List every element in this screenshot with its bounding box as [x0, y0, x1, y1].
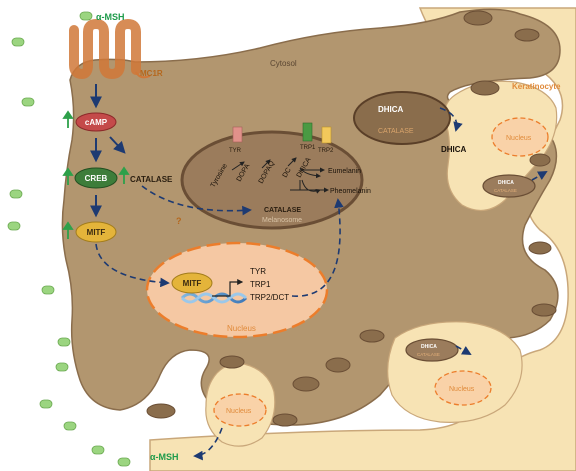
msh-molecule — [91, 445, 105, 455]
pheomelanin-label: Pheomelanin — [330, 188, 371, 195]
granule — [292, 376, 320, 392]
arrow-camp-to-catalase — [109, 136, 126, 154]
granule — [219, 355, 245, 369]
nucleus-k2-label: Nucleus — [449, 386, 475, 393]
tyr-enzyme-marker — [232, 126, 243, 143]
trp1-enzyme-label: TRP1 — [300, 145, 316, 151]
granule — [529, 153, 551, 167]
granule — [463, 10, 493, 26]
msh-molecule — [21, 97, 35, 107]
creb-label: CREB — [85, 174, 108, 183]
mitf-nucleus-label: MITF — [183, 279, 202, 288]
melanosome — [180, 130, 364, 230]
camp-pill — [75, 112, 117, 132]
gene-tyr-label: TYR — [250, 267, 266, 276]
dhica-organelle-label: DHICA — [378, 105, 404, 114]
granule — [531, 303, 557, 317]
cytosol-label: Cytosol — [270, 59, 297, 68]
nucleus-k1-label: Nucleus — [506, 135, 532, 142]
keratinocyte-nucleus-3 — [213, 393, 267, 427]
granule — [514, 28, 540, 42]
arrow-genes-to-melanosome — [291, 198, 344, 297]
tyr-enzyme-label: TYR — [229, 148, 242, 154]
small-dhica-2-label: DHICA — [421, 344, 437, 350]
mitf-cytosol-label: MITF — [87, 228, 106, 237]
gene-trp1-label: TRP1 — [250, 280, 271, 289]
trp2-enzyme-marker — [321, 126, 332, 144]
gene-promoter-arrow — [212, 279, 244, 297]
keratinocyte-label: Keratinocyte — [512, 82, 561, 91]
catalase-melanosome-label: CATALASE — [264, 207, 301, 214]
nucleus-k3-label: Nucleus — [226, 408, 252, 415]
arrow-mitf-to-nucleus — [95, 243, 170, 288]
melanocyte-nucleus — [145, 241, 329, 339]
alpha-msh-bottom-label: α-MSH — [150, 452, 179, 462]
question-mark: ? — [176, 216, 182, 226]
cytosol-granules — [146, 10, 557, 427]
mitf-pill-cytosol — [75, 221, 117, 243]
small-organelle-2 — [405, 338, 459, 362]
small-dhica-1-label: DHICA — [498, 180, 514, 186]
small-catalase-1-label: CATALASE — [494, 188, 517, 193]
keratinocyte-nucleus-1 — [491, 117, 549, 157]
melanosome-label: Melanosome — [262, 217, 302, 224]
camp-label: cAMP — [85, 118, 108, 127]
trp1-enzyme-marker — [302, 122, 313, 142]
msh-molecule — [55, 362, 69, 372]
granule — [359, 329, 385, 343]
msh-molecule — [63, 421, 77, 431]
alpha-msh-molecules — [7, 11, 131, 467]
arrow-catalase-to-melanosome — [141, 185, 252, 216]
creb-pill — [74, 167, 118, 189]
dc-label: DC — [282, 167, 293, 179]
dna-helix — [180, 292, 248, 304]
catalase-dhica-organelle-label: CATALASE — [378, 128, 414, 135]
granule — [325, 357, 351, 373]
alpha-msh-top-label: α-MSH — [96, 12, 125, 22]
dashed-arrows — [95, 107, 548, 461]
nucleus-melanocyte-label: Nucleus — [227, 324, 256, 333]
catalase-cytosol-label: CATALASE — [130, 175, 173, 184]
msh-molecule — [117, 457, 131, 467]
msh-molecule — [9, 189, 23, 199]
arrow-small-organelle-2 — [455, 345, 472, 355]
eumelanin-label: Eumelanin — [328, 168, 361, 175]
gene-trp2dct-label: TRP2/DCT — [250, 293, 289, 302]
cascade-arrows — [90, 84, 126, 218]
msh-molecule — [79, 11, 93, 21]
granule — [272, 413, 298, 427]
upregulation-arrows — [62, 110, 130, 239]
mc1r-receptor — [69, 18, 151, 80]
arrow-small-organelle-1 — [531, 171, 548, 181]
granule — [146, 403, 176, 419]
pathway-arrows — [231, 157, 329, 194]
keratinocyte-nucleus-2 — [434, 370, 492, 406]
small-organelle-1 — [482, 174, 536, 198]
dhica-released-label: DHICA — [441, 145, 467, 154]
msh-molecule — [41, 285, 55, 295]
msh-molecule — [57, 337, 71, 347]
msh-molecule — [11, 37, 25, 47]
msh-molecule — [7, 221, 21, 231]
arrow-msh-secretion — [193, 427, 223, 461]
granule — [528, 241, 552, 255]
dhica-organelle — [353, 91, 451, 145]
mitf-pill-nucleus — [171, 272, 213, 294]
granule — [470, 80, 500, 96]
msh-molecule — [39, 399, 53, 409]
small-catalase-2-label: CATALASE — [417, 352, 440, 357]
mc1r-label: MC1R — [140, 69, 163, 78]
trp2-enzyme-label: TRP2 — [318, 148, 334, 154]
arrow-dhica-organelle-out — [439, 107, 463, 132]
